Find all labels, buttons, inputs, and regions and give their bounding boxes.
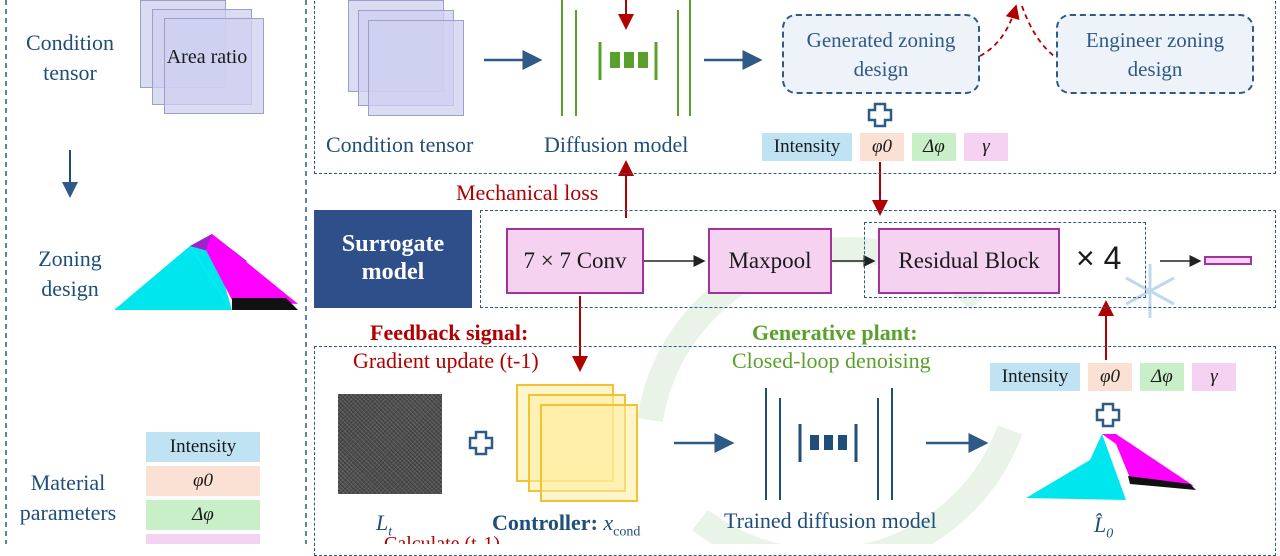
top-row-frame — [314, 0, 1276, 174]
conv-block: 7 × 7 Conv — [506, 228, 644, 294]
plus-icon-controller — [468, 430, 494, 456]
maxpool-block: Maxpool — [708, 228, 832, 294]
left-param-intensity: Intensity — [146, 432, 260, 462]
residual-repeat-count: × 4 — [1076, 240, 1122, 276]
bottom-param-dphi: Δφ — [1140, 363, 1184, 391]
top-param-dphi: Δφ — [912, 133, 956, 161]
diffusion-model-icon-top — [561, 0, 691, 116]
top-sheet-3 — [368, 20, 464, 116]
top-param-gamma: γ — [964, 133, 1008, 161]
left-zoning-design-label: Zoning design — [38, 246, 102, 301]
bottom-param-intensity: Intensity — [990, 363, 1080, 391]
bottom-param-gamma: γ — [1192, 363, 1236, 391]
diffusion-model-icon-bottom — [765, 388, 893, 500]
engineer-zoning-design-box: Engineer zoning design — [1056, 14, 1254, 94]
surrogate-frame — [480, 210, 1276, 308]
trained-diffusion-model-label: Trained diffusion model — [724, 508, 937, 533]
top-param-phi0: φ0 — [860, 133, 904, 161]
feedback-signal-sub: Gradient update (t-1) — [353, 348, 539, 373]
generated-zoning-design-box: Generated zoning design — [782, 14, 980, 94]
output-feature-bar — [1204, 256, 1252, 265]
top-diffusion-model-label: Diffusion model — [544, 132, 689, 157]
surrogate-model-title: Surrogate model — [341, 231, 445, 285]
output-design-label: L̂0 — [1094, 512, 1114, 542]
partial-bottom-text: Calculate (t-1) — [384, 534, 500, 544]
top-condition-tensor-label: Condition tensor — [326, 132, 474, 157]
plus-icon-top — [867, 102, 893, 128]
area-ratio-label: Area ratio — [166, 46, 248, 68]
left-param-phi0: φ0 — [146, 466, 260, 496]
surrogate-model-block — [314, 210, 472, 308]
condition-sheet-3 — [164, 18, 264, 114]
controller-label: Controller: xcond — [492, 510, 641, 540]
feedback-signal-title: Feedback signal: — [370, 320, 529, 345]
noise-latent-label: Lt — [376, 510, 393, 540]
material-parameters-label: Material parameters — [19, 470, 117, 525]
zoning-design-graphic-left — [114, 234, 298, 310]
plus-icon-bottom — [1095, 402, 1121, 428]
residual-repeat-frame — [864, 222, 1146, 298]
snowflake-icon — [1125, 264, 1175, 318]
zoning-design-graphic-output — [1026, 434, 1196, 500]
left-condition-tensor-label: Condition tensor — [25, 30, 114, 85]
residual-block: Residual Block — [878, 228, 1060, 294]
mechanical-loss-label: Mechanical loss — [456, 180, 599, 205]
bottom-param-phi0: φ0 — [1088, 363, 1132, 391]
controller-sheet-3 — [540, 404, 638, 502]
top-param-intensity: Intensity — [762, 133, 852, 161]
left-param-dphi: Δφ — [146, 500, 260, 530]
noise-latent-image — [338, 394, 442, 494]
left-param-gamma — [146, 534, 260, 544]
generative-plant-sub: Closed-loop denoising — [732, 348, 931, 373]
generative-plant-title: Generative plant: — [752, 320, 918, 345]
